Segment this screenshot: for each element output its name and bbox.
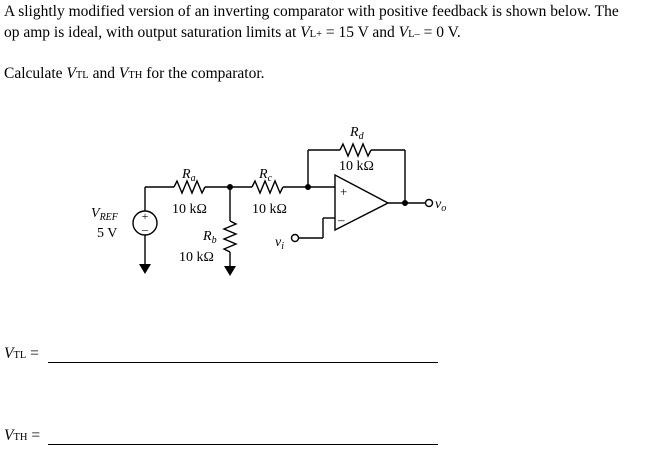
vi-terminal: [290, 233, 300, 243]
problem-question: Calculate VTL and VTH for the comparator…: [4, 65, 265, 82]
vo-terminal: [424, 198, 434, 208]
vref-label: VREF: [91, 206, 119, 223]
vtl-answer-label: VTL =: [4, 345, 39, 362]
ground-symbol-vref: [139, 264, 151, 274]
resistor-rb: [222, 220, 238, 253]
vi-label: vi: [275, 235, 284, 252]
ground-symbol-rb: [224, 266, 236, 276]
opamp-plus-sign: +: [340, 184, 347, 199]
rb-value: 10 kΩ: [179, 250, 214, 265]
opamp-minus-sign: –: [337, 212, 345, 227]
op-amp: [334, 173, 390, 232]
vth-answer-blank[interactable]: [48, 444, 438, 445]
rc-value: 10 kΩ: [252, 202, 287, 217]
vo-label: vo: [435, 197, 446, 214]
rc-label: Rc: [258, 167, 273, 184]
vth-answer-label: VTH =: [4, 427, 41, 444]
junction-node-a: [227, 184, 233, 190]
vref-value: 5 V: [97, 226, 117, 241]
vtl-answer-blank[interactable]: [48, 362, 438, 363]
vref-minus-sign: –: [141, 222, 149, 236]
problem-line-1: A slightly modified version of an invert…: [4, 3, 619, 20]
problem-line-2: op amp is ideal, with output saturation …: [4, 24, 461, 41]
resistor-ra: [173, 179, 206, 195]
vref-plus-sign: +: [142, 209, 149, 223]
rb-label: Rb: [202, 229, 217, 246]
rd-label: Rd: [349, 125, 365, 142]
junction-node-out: [402, 200, 408, 206]
rd-value: 10 kΩ: [339, 159, 374, 174]
resistor-rd: [339, 142, 372, 158]
resistor-rc: [251, 179, 284, 195]
junction-node-plus: [305, 184, 311, 190]
ra-label: Ra: [181, 167, 196, 184]
ra-value: 10 kΩ: [172, 202, 207, 217]
